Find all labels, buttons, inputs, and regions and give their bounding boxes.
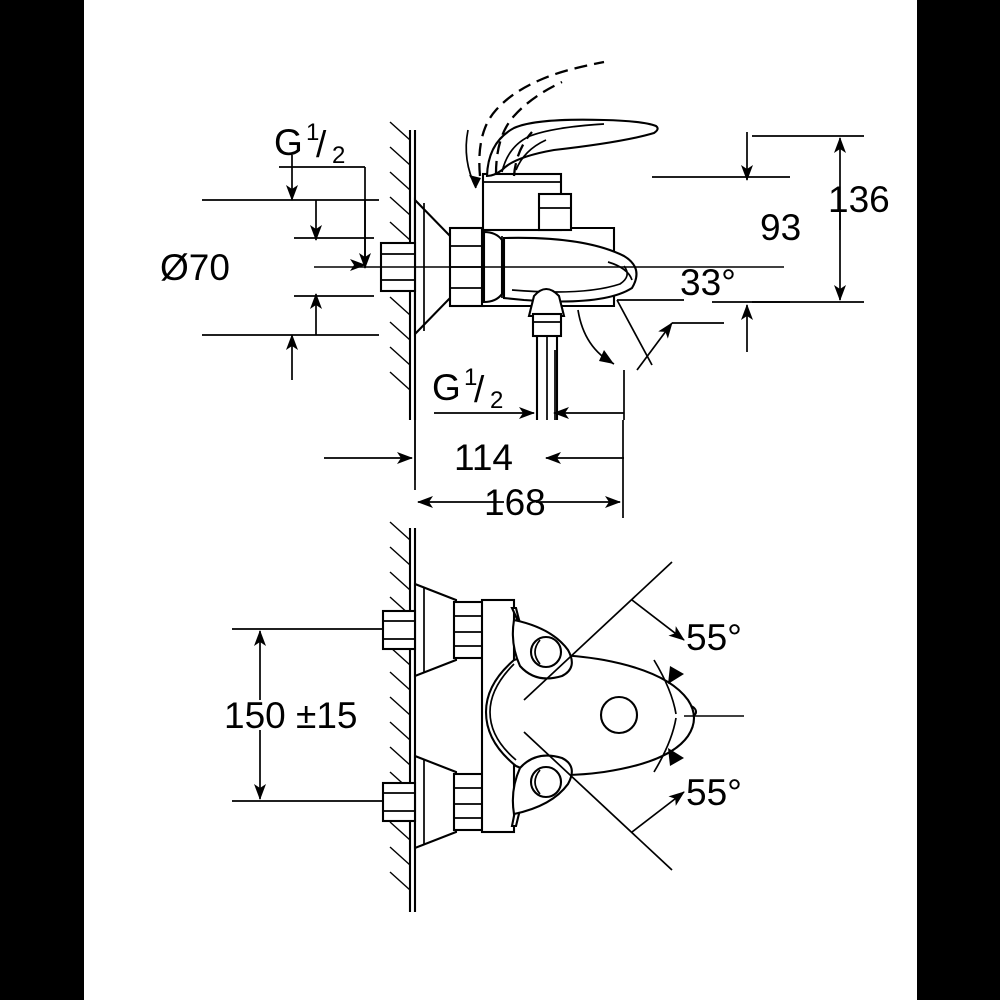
dimensions-front-view: 150 ±15 55° 55°: [224, 561, 742, 871]
dimensions-side-view: G 1 / 2 Ø70 G: [160, 119, 890, 523]
thread-bottom-prefix: G: [432, 367, 461, 408]
spout-side: [502, 236, 638, 303]
letterbox-left: [0, 0, 84, 1000]
diameter-70-label: Ø70: [160, 247, 230, 288]
front-elevation-view: [381, 521, 744, 912]
dim-thread-bottom: G 1 / 2: [432, 350, 625, 420]
wall-nut-upper: [381, 609, 417, 651]
dim-height-136: 136: [752, 135, 890, 303]
escutcheon-upper-front: [413, 582, 458, 678]
spout-motion-arc: [577, 309, 615, 365]
dim-thread-top: G 1 / 2: [274, 119, 371, 269]
side-elevation-view: [314, 60, 784, 480]
mounting-ear-upper: [511, 618, 573, 680]
hex-nut-lower: [452, 772, 486, 832]
angle-55-lower-label: 55°: [686, 772, 742, 813]
dim-diameter-70: Ø70: [160, 155, 379, 380]
depth-114-label: 114: [454, 437, 513, 478]
dim-angle-55-upper: 55°: [523, 561, 742, 715]
angle-33-label: 33°: [680, 262, 736, 303]
lever-handle-raised-phantom: [478, 60, 605, 177]
lever-motion-arc: [465, 129, 481, 189]
thread-bottom-slash: /: [474, 369, 485, 410]
dim-height-93: 93: [652, 132, 801, 352]
dim-escutcheon-inner: [294, 200, 374, 335]
angle-55-upper-label: 55°: [686, 617, 742, 658]
letterbox-right: [917, 0, 1000, 1000]
escutcheon-lower-front: [413, 754, 458, 850]
dim-spacing-150: 150 ±15: [224, 628, 384, 802]
thread-top-denominator: 2: [332, 142, 345, 169]
dim-depth-168: 168: [417, 420, 624, 523]
thread-top-prefix: G: [274, 122, 303, 163]
height-93-label: 93: [760, 207, 801, 248]
wall-nut-lower: [381, 781, 417, 823]
wall-front-view: [389, 521, 417, 912]
thread-top-slash: /: [316, 124, 327, 165]
mounting-ear-lower: [511, 754, 573, 816]
lever-handle-lowered: [485, 118, 659, 178]
lever-pivot-hole: [599, 695, 639, 735]
dim-angle-33: 33°: [616, 262, 736, 371]
dim-angle-55-lower: 55°: [523, 717, 742, 871]
shower-outlet-connector: [527, 287, 566, 420]
thread-bottom-denominator: 2: [490, 387, 503, 414]
depth-168-label: 168: [484, 482, 546, 523]
wall-side-view: [389, 121, 417, 480]
dim-depth-114: 114: [324, 420, 624, 490]
height-136-label: 136: [828, 179, 890, 220]
hex-nut-upper: [452, 600, 486, 660]
thread-top-numerator: 1: [306, 119, 319, 146]
spacing-150-label: 150 ±15: [224, 695, 357, 736]
thread-bottom-numerator: 1: [464, 364, 477, 391]
drawing-sheet: G 1 / 2 Ø70 G: [84, 0, 917, 1000]
diverter-knob: [537, 192, 573, 232]
